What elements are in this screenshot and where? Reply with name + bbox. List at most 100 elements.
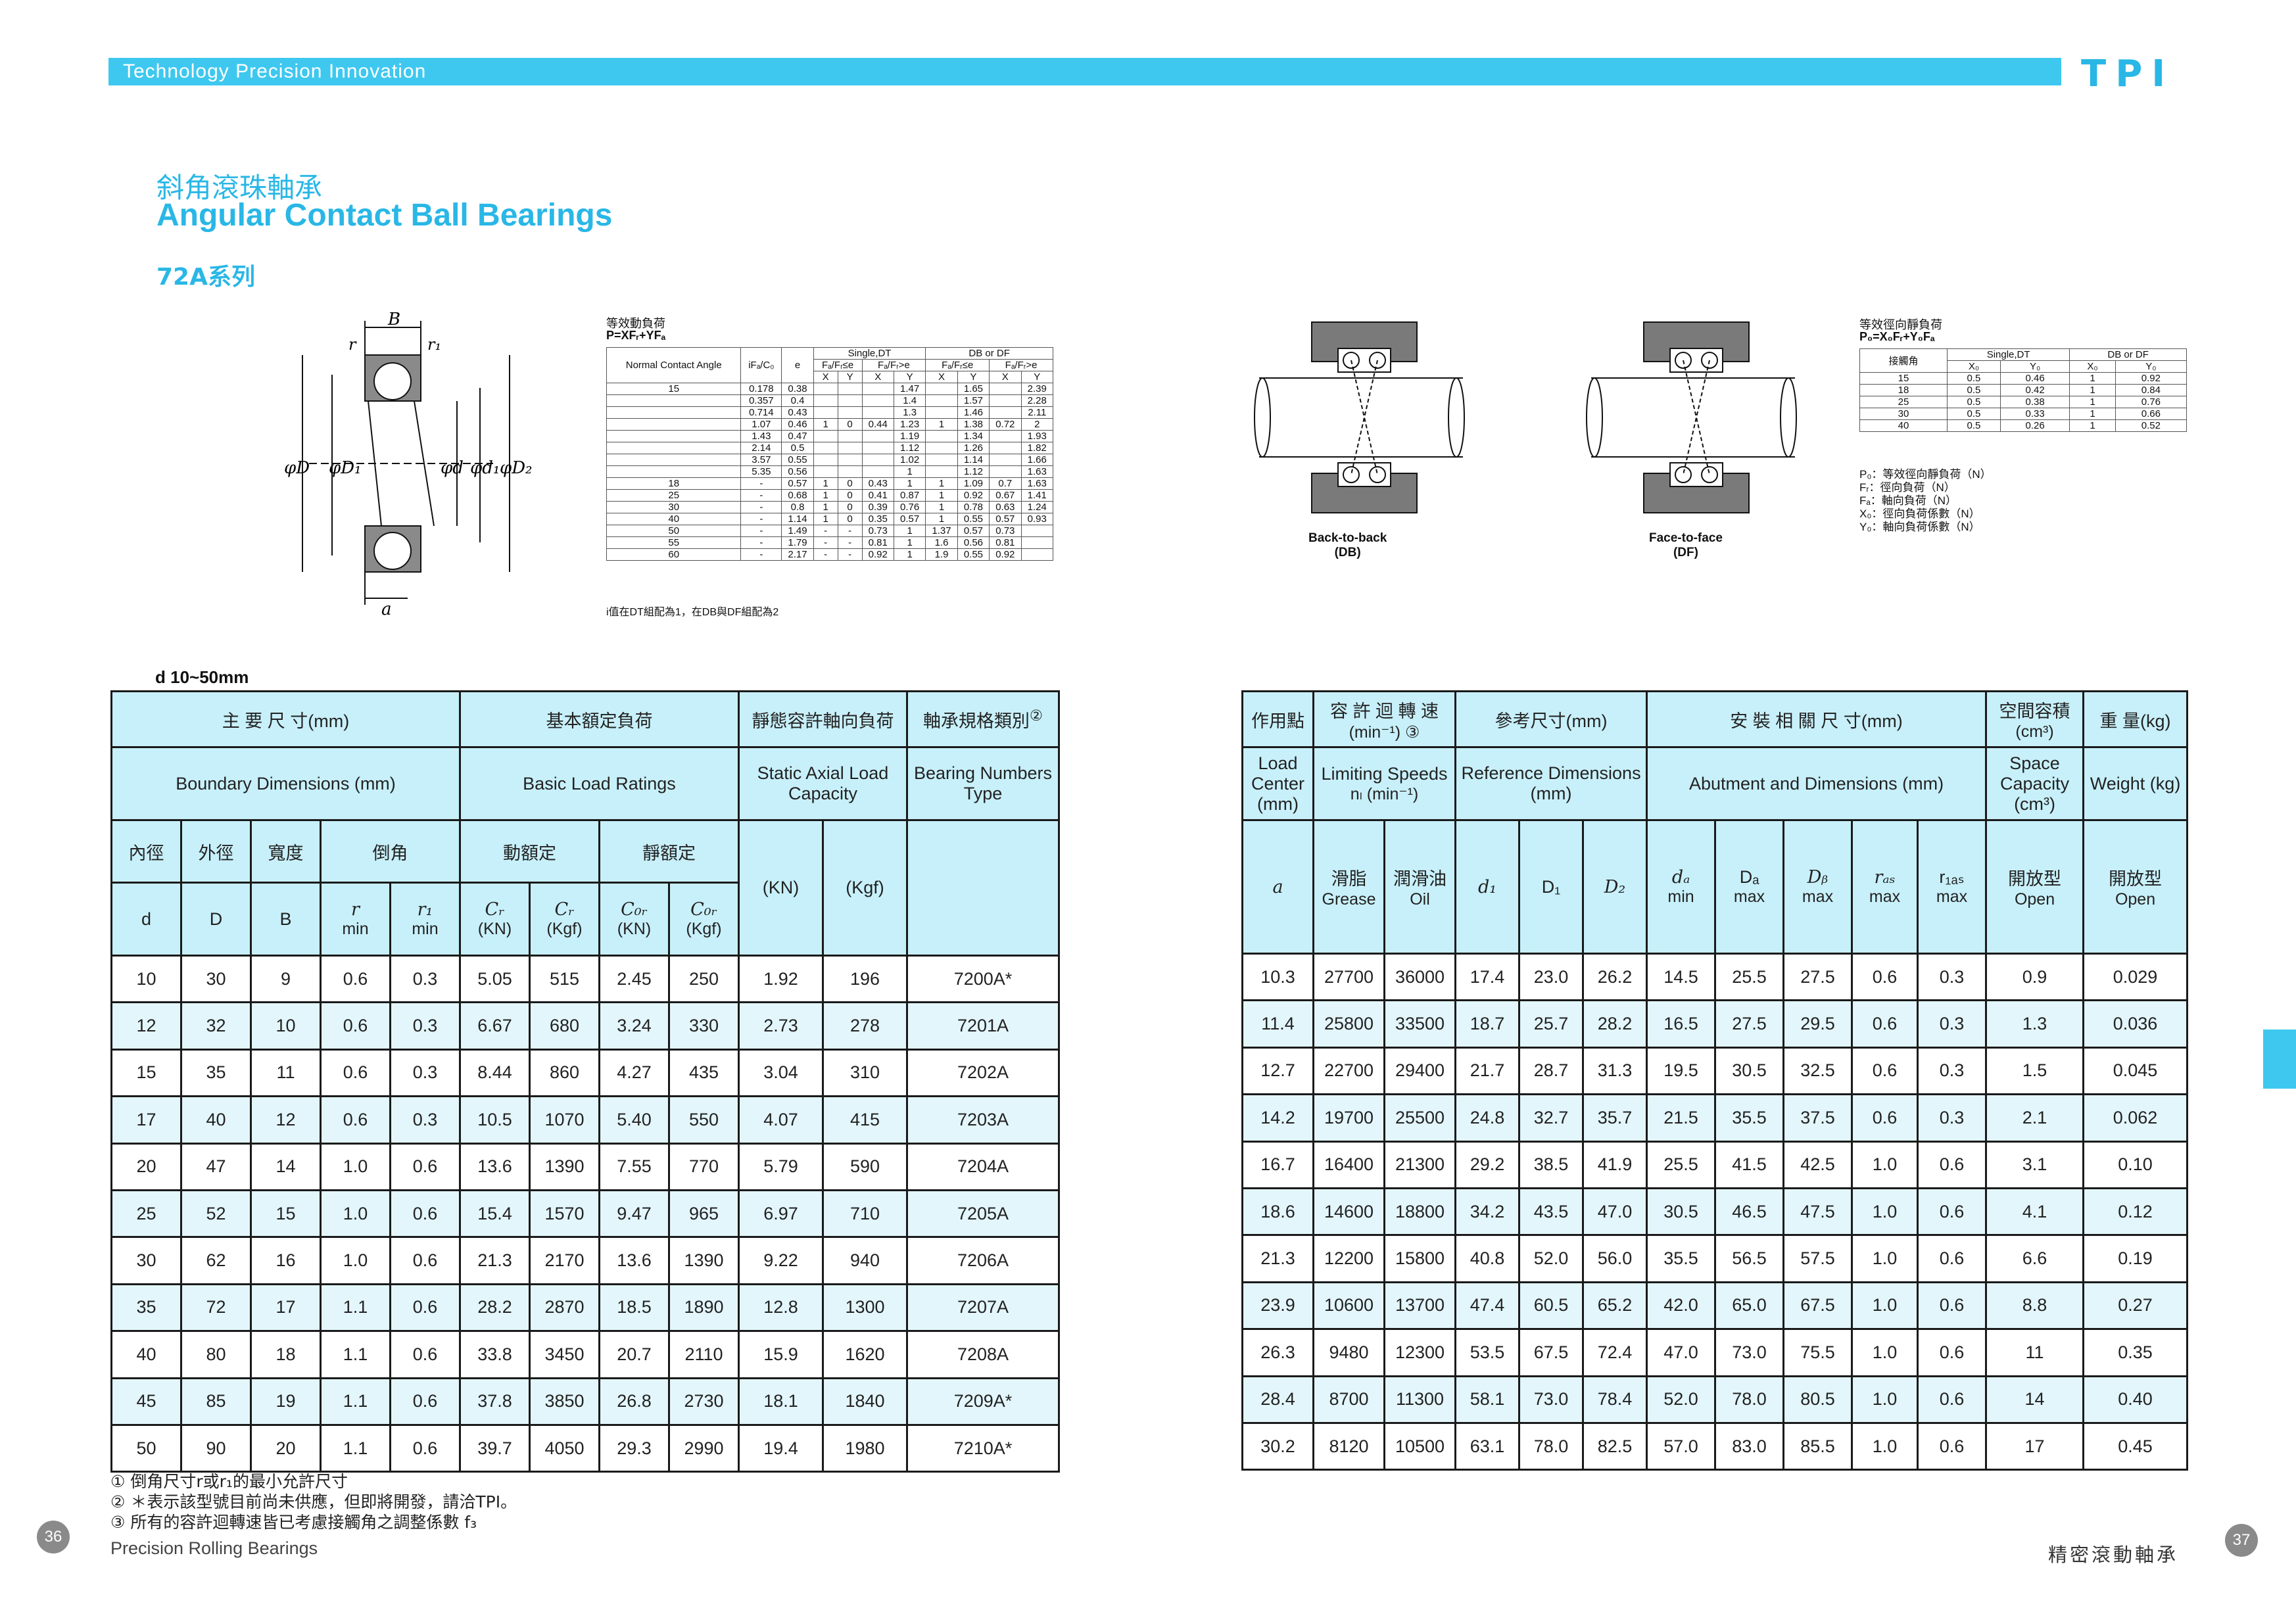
table-cell: 0.52 <box>2115 419 2188 432</box>
label-D: φD <box>284 458 310 478</box>
table-cell: 57.5 <box>1782 1234 1854 1283</box>
col-y0: Y₀ <box>1999 360 2070 373</box>
table-cell: 1.0 <box>320 1142 391 1191</box>
table-cell: 1.1 <box>320 1283 391 1333</box>
table-cell: 20 <box>110 1142 182 1191</box>
header-boundary-dims-en: Boundary Dimensions (mm) <box>110 746 461 821</box>
table-cell: 19.4 <box>738 1423 824 1473</box>
table-cell: 2.14 <box>740 442 782 454</box>
table-cell: 18 <box>606 477 742 490</box>
table-cell: 7204A <box>906 1142 1060 1191</box>
table-cell: 27.5 <box>1714 999 1785 1049</box>
table-cell: 12.8 <box>738 1283 824 1333</box>
table-cell: 196 <box>822 954 908 1004</box>
table-cell: 1.09 <box>957 477 990 490</box>
table-cell: 0.6 <box>389 1423 461 1473</box>
sym-da: dₐ <box>1671 867 1690 888</box>
table-cell: 1 <box>893 536 926 549</box>
table-cell: 29400 <box>1383 1046 1457 1096</box>
table-cell: 310 <box>822 1048 908 1098</box>
table-cell: 2.11 <box>1020 406 1053 419</box>
table-cell: 0.63 <box>989 501 1022 513</box>
col-cond2: Fₐ/Fᵣ>e <box>989 359 1053 371</box>
table-cell: 0.45 <box>2082 1421 2189 1471</box>
table-cell: 1.37 <box>925 525 958 537</box>
table-cell: - <box>837 525 863 537</box>
table-cell: 0.78 <box>957 501 990 513</box>
table-cell <box>837 383 863 395</box>
table-cell: 1 <box>813 477 838 490</box>
table-cell: 15 <box>250 1189 322 1239</box>
table-cell: 1.43 <box>740 430 782 442</box>
table-cell: 0.357 <box>740 394 782 407</box>
table-cell: 43.5 <box>1518 1187 1585 1237</box>
table-cell: 1.49 <box>781 525 814 537</box>
table-cell: 21.5 <box>1646 1093 1717 1143</box>
sym-cr: Cᵣ <box>554 899 575 920</box>
header-width-cn: 寬度 <box>250 819 322 884</box>
table-cell: 0.43 <box>781 406 814 419</box>
table-cell: 0.6 <box>389 1283 461 1333</box>
speed-cn-text: 容 許 迴 轉 速 <box>1330 701 1439 721</box>
table-cell: 1.41 <box>1020 489 1053 502</box>
table-cell: 37.5 <box>1782 1093 1854 1143</box>
table-cell: 3.24 <box>598 1001 670 1051</box>
table-cell: 7210A* <box>906 1423 1060 1473</box>
table-cell: 0.55 <box>957 513 990 525</box>
table-cell: 0.46 <box>1999 372 2070 385</box>
table-cell <box>1020 548 1053 561</box>
table-cell: 16400 <box>1312 1140 1385 1189</box>
table-cell: 1 <box>813 489 838 502</box>
table-cell: 35.5 <box>1646 1234 1717 1283</box>
header-c0r-kgf: C₀ᵣ(Kgf) <box>668 882 740 957</box>
table-cell: 0.6 <box>389 1142 461 1191</box>
table-cell: 1.79 <box>781 536 814 549</box>
face-to-face-figure <box>1586 321 1797 513</box>
table-cell: 1.23 <box>893 418 926 431</box>
table-cell <box>861 430 894 442</box>
series-label: 72A系列 <box>156 264 255 291</box>
table-cell: 0.68 <box>781 489 814 502</box>
col-x0: X₀ <box>1946 360 2001 373</box>
table-cell: 80.5 <box>1782 1375 1854 1424</box>
table-cell: 15800 <box>1383 1234 1457 1283</box>
table-cell: 2.39 <box>1020 383 1053 395</box>
table-cell: 0.41 <box>861 489 894 502</box>
table-cell: 0.6 <box>1917 1421 1988 1471</box>
note-ref: ② <box>1029 707 1043 724</box>
col-e: e <box>781 347 814 383</box>
table-cell: 10 <box>250 1001 322 1051</box>
table-cell: 47.4 <box>1454 1281 1521 1331</box>
table-cell: 2110 <box>668 1330 740 1379</box>
table-cell: 45 <box>110 1377 182 1426</box>
table-cell: 40 <box>180 1095 252 1145</box>
table-cell: 1.65 <box>957 383 990 395</box>
grease-cn: 滑脂 <box>1331 869 1367 889</box>
header-abutment-cn: 安 裝 相 關 尺 寸(mm) <box>1646 690 1988 748</box>
table-cell: 1 <box>2069 408 2116 420</box>
table-cell: 29.5 <box>1782 999 1854 1049</box>
col-x: X <box>925 371 958 383</box>
reference-dims-table: 作用點 容 許 迴 轉 速(min⁻¹) ③ 參考尺寸(mm) 安 裝 相 關 … <box>1241 690 2189 1471</box>
tagline: Technology Precision Innovation <box>123 60 427 82</box>
table-cell: 0.6 <box>1851 1093 1919 1143</box>
table-cell: 17 <box>1985 1421 2085 1471</box>
footnote-2: ② ＊表示該型號目前尚未供應，但即將開發，請洽TPI。 <box>110 1492 517 1511</box>
table-cell: 52.0 <box>1646 1375 1717 1424</box>
table-cell: 3.1 <box>1985 1140 2085 1189</box>
table-cell: 21.3 <box>459 1236 531 1285</box>
table-cell: 0.57 <box>781 477 814 490</box>
table-cell: 1 <box>893 477 926 490</box>
table-cell: 5.79 <box>738 1142 824 1191</box>
table-cell: 18.6 <box>1241 1187 1314 1237</box>
